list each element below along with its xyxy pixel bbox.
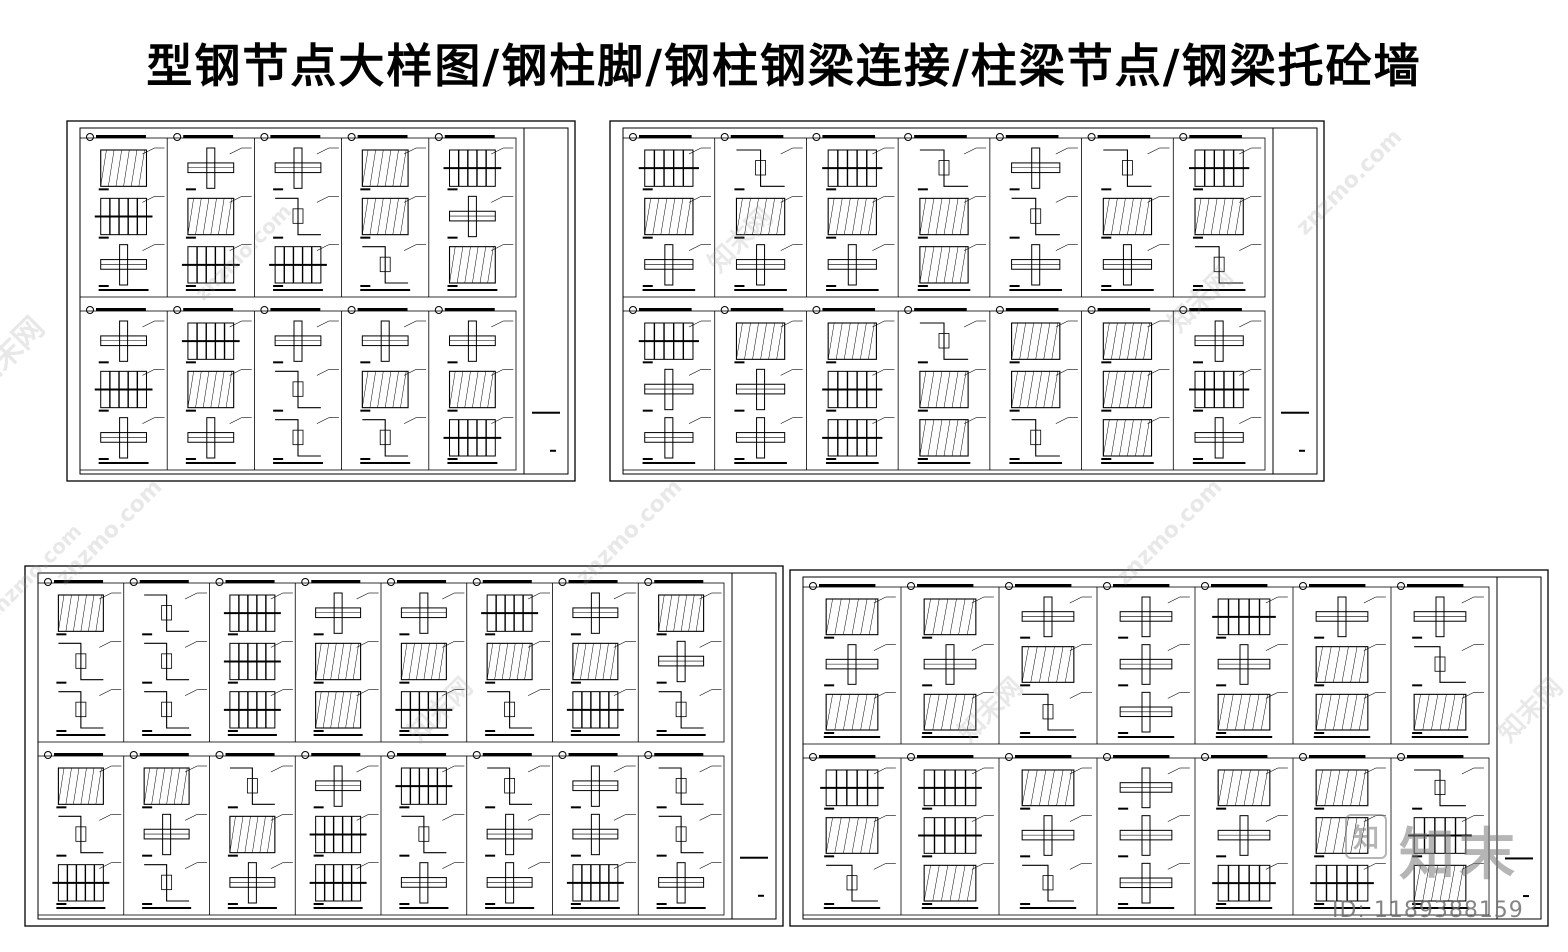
detail-drawing — [434, 306, 514, 464]
detail-drawing — [904, 133, 987, 291]
detail-drawing — [1397, 753, 1484, 909]
title-block-mark — [550, 449, 556, 452]
detail-drawing — [1179, 133, 1262, 291]
detail-drawing — [129, 578, 208, 736]
detail-drawing — [472, 751, 551, 909]
detail-drawing — [86, 133, 165, 291]
detail-drawing — [629, 133, 711, 291]
detail-drawing — [173, 133, 252, 291]
sheet-border — [609, 120, 1325, 482]
detail-drawing — [720, 306, 803, 464]
detail-row-frame — [802, 586, 1490, 745]
detail-drawing — [809, 582, 896, 738]
title-block-mark — [758, 894, 764, 897]
title-block-mark — [1523, 895, 1529, 898]
detail-drawing — [720, 133, 803, 291]
detail-drawing — [907, 582, 994, 738]
detail-drawing — [387, 751, 465, 909]
detail-drawing — [1103, 582, 1190, 738]
detail-drawing — [995, 306, 1078, 464]
title-block-mark — [1505, 857, 1533, 860]
detail-drawing — [86, 306, 165, 464]
detail-drawing — [347, 133, 427, 291]
title-block-mark — [532, 411, 560, 414]
detail-drawing — [907, 753, 994, 909]
sheet-border — [789, 569, 1549, 927]
detail-drawing — [644, 751, 722, 909]
detail-drawing — [215, 578, 293, 736]
detail-drawing — [1397, 582, 1484, 738]
watermark-text: 知末网 — [0, 310, 52, 399]
detail-drawing — [558, 751, 636, 909]
detail-drawing — [173, 306, 252, 464]
detail-drawing — [558, 578, 636, 736]
detail-drawing — [1179, 306, 1262, 464]
sheet-inner-frame — [37, 572, 777, 920]
detail-drawing — [904, 306, 987, 464]
detail-drawing — [644, 578, 722, 736]
sheet-inner-frame — [79, 127, 569, 475]
drawing-sheet-1 — [66, 120, 576, 482]
detail-drawing — [812, 133, 895, 291]
detail-drawing — [1087, 133, 1170, 291]
sheet-border — [66, 120, 576, 482]
detail-drawing — [260, 133, 339, 291]
detail-drawing — [44, 578, 122, 736]
detail-drawing — [215, 751, 293, 909]
detail-drawing — [1005, 582, 1092, 738]
detail-drawing — [1299, 753, 1386, 909]
detail-drawing — [472, 578, 551, 736]
detail-drawing — [1201, 582, 1288, 738]
detail-drawing — [1087, 306, 1170, 464]
detail-drawing — [629, 306, 711, 464]
drawing-sheet-3 — [24, 565, 784, 927]
detail-drawing — [301, 751, 379, 909]
drawing-sheet-2 — [609, 120, 1325, 482]
detail-drawing — [260, 306, 339, 464]
detail-drawing — [1299, 582, 1386, 738]
detail-drawing — [44, 751, 122, 909]
detail-drawing — [301, 578, 379, 736]
detail-drawing — [387, 578, 465, 736]
title-block-mark — [1281, 411, 1309, 414]
detail-drawing — [1005, 753, 1092, 909]
sheet-inner-frame — [622, 127, 1318, 475]
detail-drawing — [129, 751, 208, 909]
image-id: ID: 1189388159 — [1332, 898, 1524, 923]
sheet-inner-frame — [802, 576, 1542, 920]
drawing-sheet-4 — [789, 569, 1549, 927]
sheet-border — [24, 565, 784, 927]
detail-drawing — [1103, 753, 1190, 909]
detail-drawing — [434, 133, 514, 291]
title-block-mark — [1299, 449, 1305, 452]
detail-drawing — [812, 306, 895, 464]
page-title: 型钢节点大样图/钢柱脚/钢柱钢梁连接/柱梁节点/钢梁托砼墙 — [146, 39, 1422, 93]
detail-drawing — [1201, 753, 1288, 909]
detail-drawing — [809, 753, 896, 909]
title-block-mark — [740, 856, 768, 859]
detail-drawing — [347, 306, 427, 464]
detail-drawing — [995, 133, 1078, 291]
detail-row-frame — [802, 757, 1490, 916]
